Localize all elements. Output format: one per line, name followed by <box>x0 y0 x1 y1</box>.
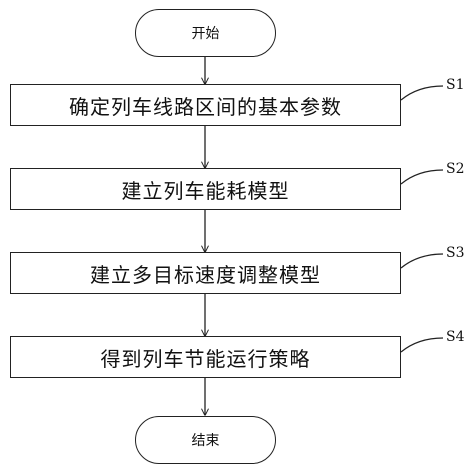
start-label: 开始 <box>191 26 220 42</box>
step-box-s3: 建立多目标速度调整模型 <box>10 252 401 294</box>
step-id-s4: S4 <box>446 329 465 345</box>
end-label: 结束 <box>191 433 220 449</box>
leader-line-s1 <box>400 85 444 101</box>
step-label-s3: 建立多目标速度调整模型 <box>90 262 321 287</box>
start-terminal: 开始 <box>135 9 276 57</box>
step-label-s4: 得到列车节能运行策略 <box>100 346 311 371</box>
step-id-s3: S3 <box>446 245 465 261</box>
step-label-s2: 建立列车能耗模型 <box>121 178 290 203</box>
step-id-s1: S1 <box>446 77 465 93</box>
step-label-s1: 确定列车线路区间的基本参数 <box>69 94 342 119</box>
step-box-s2: 建立列车能耗模型 <box>10 168 401 210</box>
step-box-s1: 确定列车线路区间的基本参数 <box>10 84 401 126</box>
leader-line-s4 <box>400 337 444 353</box>
leader-line-s3 <box>400 253 444 269</box>
step-id-s2: S2 <box>446 161 465 177</box>
leader-line-s2 <box>400 169 444 185</box>
step-box-s4: 得到列车节能运行策略 <box>10 336 401 378</box>
end-terminal: 结束 <box>135 416 276 464</box>
